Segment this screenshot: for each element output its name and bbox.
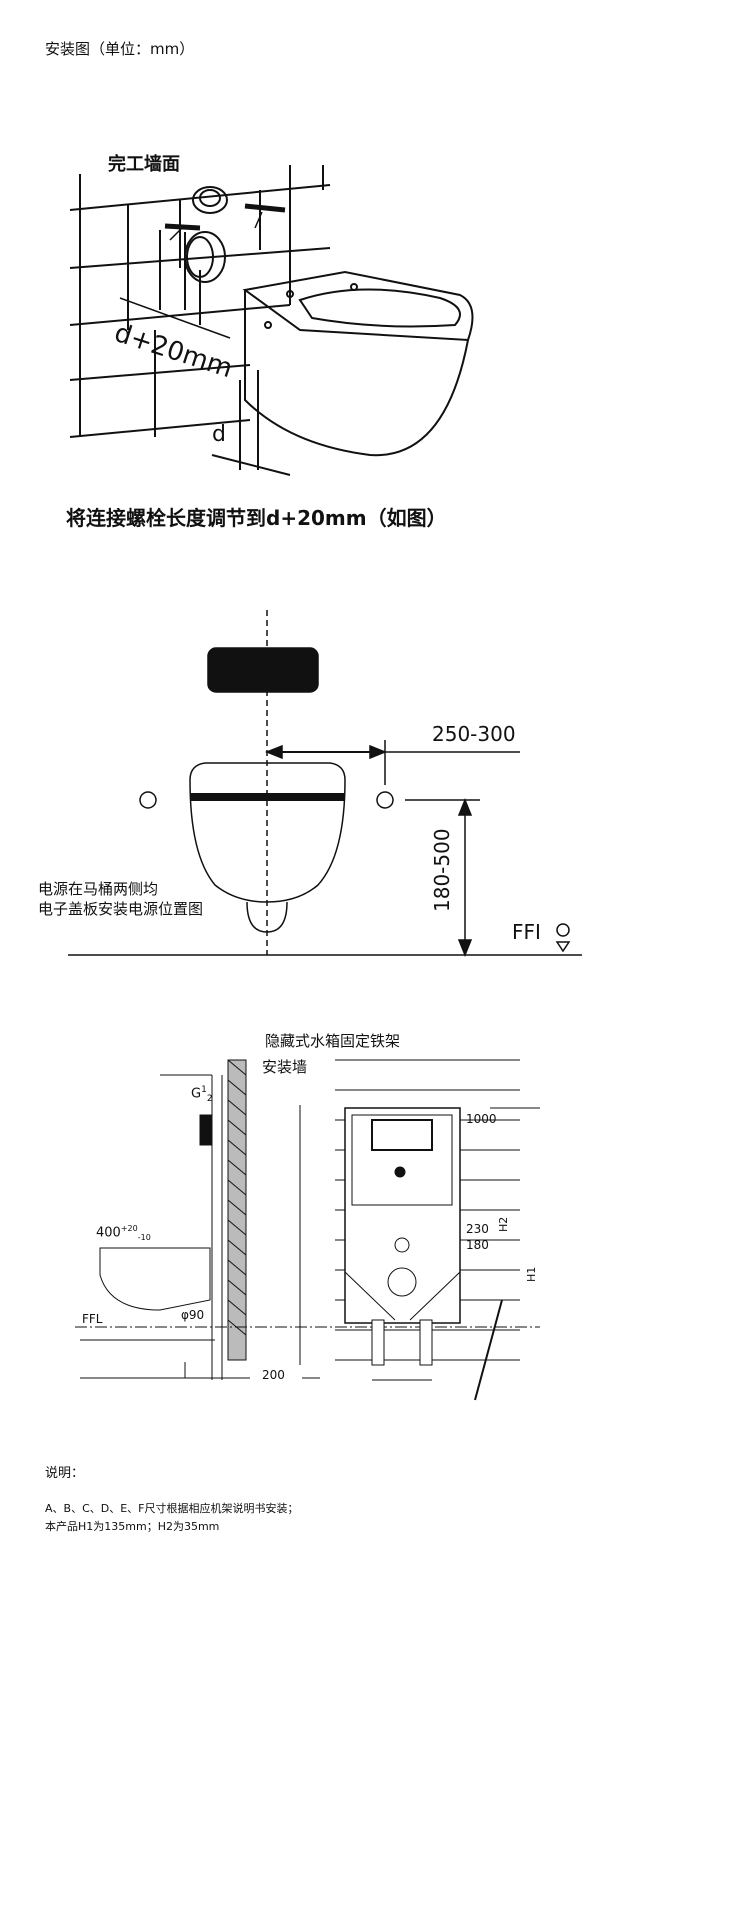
page-title: 安装图（单位：mm）	[45, 40, 195, 58]
power-note-line2: 电子盖板安装电源位置图	[38, 900, 204, 918]
ffi-floor-label: FFI	[512, 920, 541, 944]
finished-wall-label: 完工墙面	[108, 154, 180, 175]
notes-line1: A、B、C、D、E、F尺寸根据相应机架说明书安装；	[45, 1502, 299, 1515]
notes-line2: 本产品H1为135mm；H2为35mm	[45, 1520, 220, 1533]
h1-label: H1	[525, 1266, 538, 1282]
h2-label: H2	[497, 1216, 510, 1232]
install-wall-label: 安装墙	[262, 1058, 308, 1076]
ffl-label: FFL	[82, 1312, 103, 1326]
power-position-diagram	[68, 610, 582, 958]
horizontal-dimension: 250-300	[432, 722, 516, 746]
vertical-dimension: 180-500	[430, 828, 454, 912]
d-dimension: d	[212, 422, 226, 447]
notes-heading: 说明：	[45, 1466, 85, 1481]
concealed-tank-diagram	[75, 1059, 540, 1401]
phi90-dimension: φ90	[181, 1308, 205, 1322]
power-note-line1: 电源在马桶两侧均	[38, 880, 159, 898]
bolt-install-diagram	[69, 165, 474, 476]
height-400-dimension: 400+20-10	[96, 1224, 151, 1242]
g-label: G12	[191, 1085, 213, 1104]
bracket-label: 隐藏式水箱固定铁架	[265, 1032, 401, 1050]
bolt-caption: 将连接螺栓长度调节到d+20mm（如图）	[66, 506, 447, 530]
offset-200-dimension: 200	[262, 1368, 285, 1382]
height-230-dimension: 230	[466, 1222, 489, 1236]
height-1000-dimension: 1000	[466, 1112, 497, 1126]
height-180-dimension: 180	[466, 1238, 489, 1252]
